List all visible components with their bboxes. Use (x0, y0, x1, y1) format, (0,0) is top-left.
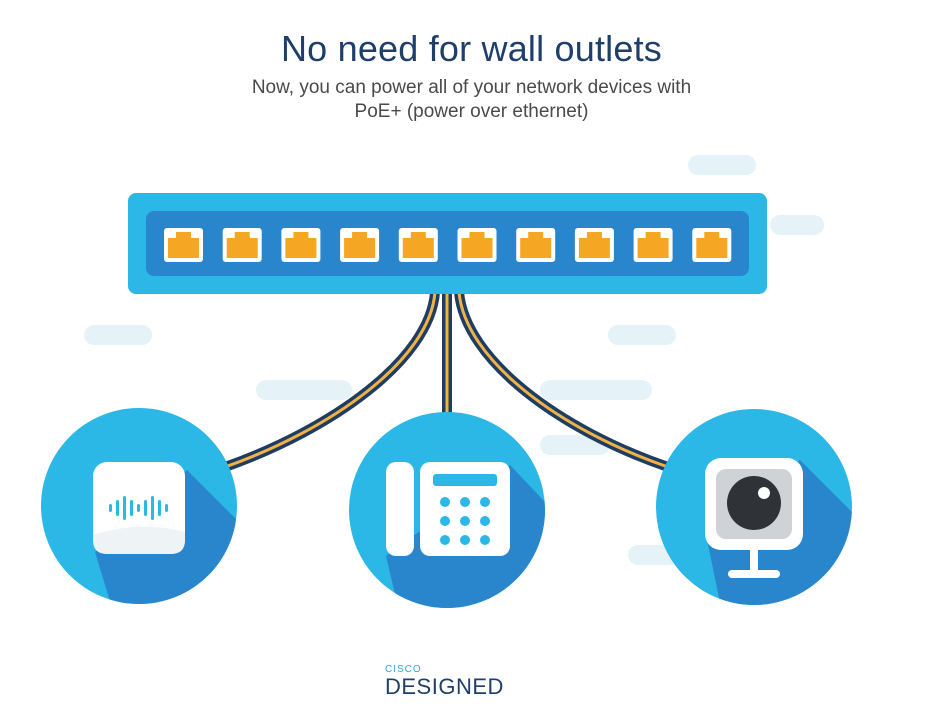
ethernet-port (692, 228, 732, 262)
cloud-shape (84, 325, 152, 345)
desk-phone-icon (386, 462, 510, 556)
page-title: No need for wall outlets (280, 28, 662, 69)
cloud-shape (770, 215, 824, 235)
ethernet-port (340, 228, 380, 262)
subtitle-line-1: Now, you can power all of your network d… (251, 77, 692, 98)
page-subtitle: Now, you can power all of your network d… (0, 76, 943, 124)
ethernet-port (398, 228, 438, 262)
cisco-designed-logo: CISCO DESIGNED (385, 664, 504, 699)
ethernet-port (281, 228, 321, 262)
poe-cables (220, 287, 673, 472)
network-switch (128, 193, 767, 294)
cloud-shape (608, 325, 676, 345)
background-clouds (84, 155, 824, 565)
cloud-shape (256, 380, 352, 400)
ethernet-port (457, 228, 497, 262)
ethernet-port (633, 228, 673, 262)
cloud-shape (688, 155, 756, 175)
ethernet-port (222, 228, 262, 262)
webcam-icon (705, 458, 803, 578)
ethernet-port (164, 228, 203, 262)
subtitle-line-2: PoE+ (power over ethernet) (354, 101, 589, 122)
security-camera-device (656, 409, 852, 605)
brand-line-2: DESIGNED (385, 674, 504, 699)
ethernet-port (516, 228, 556, 262)
ip-phone-device (349, 412, 545, 608)
brand-line-1: CISCO (385, 664, 422, 675)
ethernet-port (574, 228, 614, 262)
cisco-bars-icon (109, 496, 168, 520)
switch-ports (164, 228, 732, 262)
cloud-shape (540, 380, 652, 400)
